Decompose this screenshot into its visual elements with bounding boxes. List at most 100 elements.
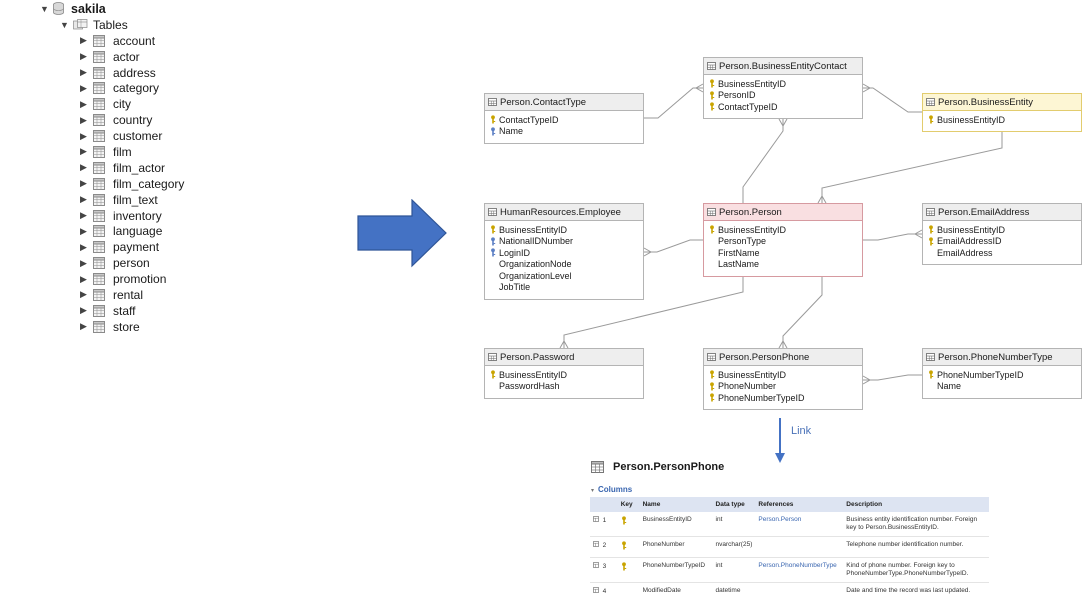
entity-header[interactable]: HumanResources.Employee	[485, 204, 643, 221]
tree-node-tables-folder[interactable]: ▼ Tables	[40, 17, 300, 33]
tree-node-table-film-text[interactable]: ▶film_text	[40, 192, 300, 208]
entity-header[interactable]: Person.EmailAddress	[923, 204, 1081, 221]
expand-triangle-icon[interactable]: ▶	[80, 146, 87, 157]
tree-node-table-account[interactable]: ▶account	[40, 33, 300, 49]
expand-triangle-icon[interactable]: ▶	[80, 210, 87, 221]
column-icon	[593, 562, 599, 568]
entity-header[interactable]: Person.PersonPhone	[704, 349, 862, 366]
collapse-triangle-icon[interactable]: ▼	[60, 19, 69, 30]
table-icon	[707, 353, 716, 361]
columns-section-toggle[interactable]: ▾Columns	[591, 485, 632, 494]
column-name-cell: BusinessEntityID	[639, 512, 713, 537]
expand-triangle-icon[interactable]: ▶	[80, 51, 87, 62]
tree-node-table-language[interactable]: ▶language	[40, 223, 300, 239]
tree-node-table-country[interactable]: ▶country	[40, 112, 300, 128]
crowfoot-end	[817, 194, 827, 204]
tree-node-table-customer[interactable]: ▶ customer	[40, 128, 300, 144]
entity-header[interactable]: Person.PhoneNumberType	[923, 349, 1081, 366]
description-cell: Date and time the record was last update…	[843, 582, 989, 599]
table-icon	[707, 208, 716, 216]
primary-key-icon	[709, 225, 715, 234]
entity-column: PhoneNumberTypeID	[928, 369, 1081, 381]
expand-triangle-icon[interactable]: ▶	[80, 289, 87, 300]
table-icon	[93, 114, 105, 127]
entity-column: FirstName	[709, 247, 862, 259]
expand-triangle-icon[interactable]: ▶	[80, 321, 87, 332]
table-icon	[707, 62, 716, 70]
column-name: LoginID	[499, 247, 531, 258]
tree-node-table-film[interactable]: ▶film	[40, 144, 300, 160]
expand-triangle-icon[interactable]: ▶	[80, 225, 87, 236]
tree-node-table-film-actor[interactable]: ▶film_actor	[40, 160, 300, 176]
table-icon	[93, 82, 105, 95]
expand-triangle-icon[interactable]: ▶	[80, 130, 87, 141]
expand-triangle-icon[interactable]: ▶	[80, 241, 87, 252]
entity-header[interactable]: Person.Password	[485, 349, 643, 366]
table-name-label: inventory	[113, 208, 162, 223]
expand-triangle-icon[interactable]: ▶	[80, 82, 87, 93]
tree-node-table-promotion[interactable]: ▶promotion	[40, 271, 300, 287]
table-icon	[93, 50, 105, 63]
tables-folder-label: Tables	[93, 17, 128, 32]
table-icon	[93, 209, 105, 222]
tree-node-table-category[interactable]: ▶ category	[40, 80, 300, 96]
tree-node-table-store[interactable]: ▶store	[40, 319, 300, 335]
collapse-triangle-icon[interactable]: ▼	[40, 3, 49, 14]
expand-triangle-icon[interactable]: ▶	[80, 114, 87, 125]
expand-triangle-icon[interactable]: ▶	[80, 98, 87, 109]
entity-column: ContactTypeID	[709, 101, 862, 113]
expand-triangle-icon[interactable]: ▶	[80, 194, 87, 205]
column-name: PhoneNumber	[718, 381, 777, 392]
tree-node-table-actor[interactable]: ▶actor	[40, 49, 300, 65]
reference-link[interactable]: Person.PhoneNumberType	[755, 557, 844, 583]
expand-triangle-icon[interactable]: ▶	[80, 178, 87, 189]
table-name-label: customer	[113, 129, 163, 144]
tree-node-table-person[interactable]: ▶ person	[40, 255, 300, 271]
tree-node-table-payment[interactable]: ▶payment	[40, 239, 300, 255]
expand-triangle-icon[interactable]: ▶	[80, 273, 87, 284]
tree-node-table-film-category[interactable]: ▶film_category	[40, 176, 300, 192]
tree-node-table-city[interactable]: ▶city	[40, 96, 300, 112]
table-icon	[93, 304, 105, 317]
expand-triangle-icon[interactable]: ▶	[80, 305, 87, 316]
entity-header[interactable]: Person.BusinessEntityContact	[704, 58, 862, 75]
tree-node-table-address[interactable]: ▶address	[40, 65, 300, 81]
table-icon	[93, 177, 105, 190]
columns-table-header: Key Name Data type References Descriptio…	[590, 497, 989, 512]
column-icon	[593, 516, 599, 522]
expand-triangle-icon[interactable]: ▶	[80, 257, 87, 268]
crowfoot-end	[778, 118, 788, 128]
primary-key-icon	[928, 370, 934, 379]
expand-triangle-icon[interactable]: ▶	[80, 35, 87, 46]
reference-link[interactable]: Person.Person	[755, 512, 844, 537]
expand-triangle-icon[interactable]: ▶	[80, 67, 87, 77]
table-name-label: category	[113, 81, 160, 96]
tree-node-table-inventory[interactable]: ▶ inventory	[40, 208, 300, 224]
tree-node-database[interactable]: ▼ sakila	[40, 1, 300, 17]
entity-title: Person.EmailAddress	[938, 206, 1030, 218]
table-icon	[93, 66, 105, 79]
entity-header[interactable]: Person.ContactType	[485, 94, 643, 111]
entity-header[interactable]: Person.BusinessEntity	[923, 94, 1081, 111]
entity-column: NationalIDNumber	[490, 236, 643, 248]
expand-triangle-icon[interactable]: ▶	[80, 162, 87, 173]
column-name: OrganizationNode	[499, 259, 572, 270]
table-name-label: person	[113, 256, 150, 271]
collapse-chevron-icon[interactable]: ▾	[591, 488, 595, 494]
entity-header[interactable]: Person.Person	[704, 204, 862, 221]
tree-node-table-staff[interactable]: ▶staff	[40, 303, 300, 319]
tree-node-table-rental[interactable]: ▶rental	[40, 287, 300, 303]
